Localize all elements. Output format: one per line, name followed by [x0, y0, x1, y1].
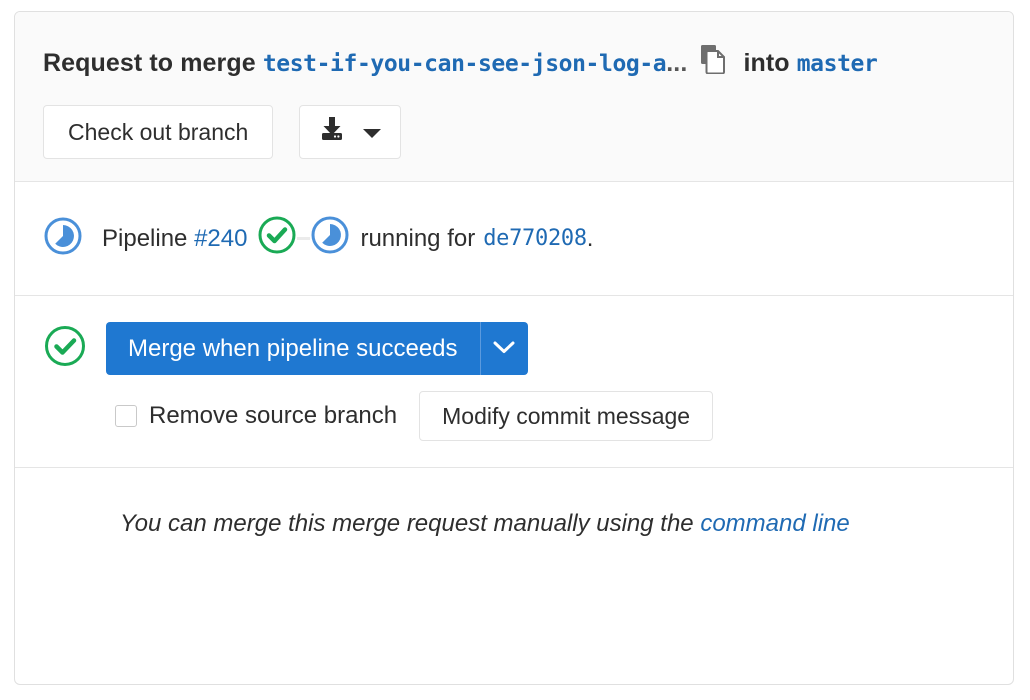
- source-branch-truncation: ...: [666, 49, 688, 77]
- copy-to-clipboard-icon[interactable]: [700, 37, 726, 95]
- pipeline-label: Pipeline: [102, 224, 188, 252]
- merge-when-pipeline-succeeds-button[interactable]: Merge when pipeline succeeds: [106, 322, 480, 375]
- merge-request-title: Request to merge test-if-you-can-see-jso…: [43, 34, 985, 95]
- merge-help-text: You can merge this merge request manuall…: [120, 510, 694, 537]
- header-button-row: Check out branch: [43, 105, 985, 159]
- merge-button-row: Merge when pipeline succeeds: [43, 322, 985, 375]
- pipeline-status-text: Pipeline #240 running for de770: [102, 215, 593, 262]
- chevron-down-icon: [493, 340, 515, 357]
- status-success-icon[interactable]: [257, 215, 297, 262]
- remove-source-branch-label: Remove source branch: [149, 402, 398, 429]
- pipeline-running-icon: [43, 216, 83, 261]
- chevron-down-icon: [362, 119, 382, 146]
- merge-request-header: Request to merge test-if-you-can-see-jso…: [15, 12, 1013, 182]
- modify-commit-message-button[interactable]: Modify commit message: [419, 391, 714, 441]
- merge-request-widget: Request to merge test-if-you-can-see-jso…: [14, 11, 1014, 685]
- download-dropdown-button[interactable]: [299, 105, 402, 159]
- merge-options-row: Remove source branch Modify commit messa…: [115, 391, 985, 441]
- command-line-link[interactable]: command line: [700, 510, 850, 537]
- checkbox-box[interactable]: [115, 405, 137, 427]
- remove-source-branch-checkbox[interactable]: Remove source branch: [115, 402, 397, 430]
- stage-connector: [297, 237, 311, 240]
- pipeline-id-link[interactable]: #240: [194, 224, 248, 252]
- merge-button-group: Merge when pipeline succeeds: [106, 322, 528, 375]
- merge-options-dropdown-button[interactable]: [479, 322, 528, 375]
- commit-sha-link[interactable]: de770208: [483, 226, 587, 251]
- merge-action-section: Merge when pipeline succeeds Remove sour…: [15, 296, 1013, 468]
- pipeline-text-period: .: [586, 224, 594, 252]
- download-icon: [318, 115, 346, 149]
- pipeline-status-section: Pipeline #240 running for de770: [15, 182, 1013, 296]
- merge-title-into: into: [743, 49, 790, 77]
- status-running-icon[interactable]: [310, 215, 350, 262]
- target-branch-name[interactable]: master: [796, 51, 878, 77]
- source-branch-name[interactable]: test-if-you-can-see-json-log-a: [262, 51, 667, 77]
- merge-title-prefix: Request to merge: [43, 49, 256, 77]
- merge-manually-help: You can merge this merge request manuall…: [15, 468, 1013, 580]
- check-out-branch-button[interactable]: Check out branch: [43, 105, 274, 159]
- pipeline-stage-list: [257, 215, 350, 262]
- status-success-icon: [43, 324, 87, 373]
- pipeline-running-label: running for: [360, 224, 476, 252]
